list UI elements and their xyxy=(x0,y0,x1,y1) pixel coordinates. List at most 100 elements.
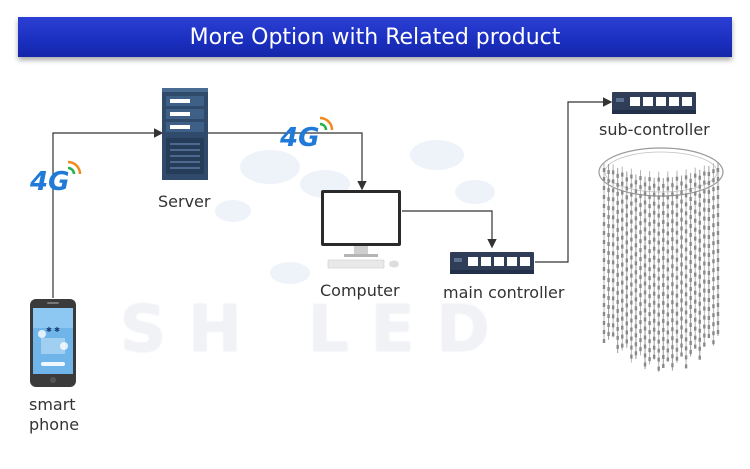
led-bead xyxy=(643,326,647,331)
led-bead xyxy=(616,218,619,223)
network-badge-label: 4G xyxy=(29,167,69,196)
led-bead xyxy=(703,270,706,275)
led-bead xyxy=(652,318,656,323)
led-bead xyxy=(657,195,660,200)
led-bead xyxy=(684,193,688,198)
led-bead xyxy=(648,249,651,254)
led-bead xyxy=(716,249,720,253)
led-bead xyxy=(675,284,679,289)
led-bead xyxy=(662,336,665,341)
led-bead xyxy=(616,254,619,259)
led-bead xyxy=(611,170,615,175)
led-bead xyxy=(657,339,660,344)
led-bead xyxy=(625,213,628,218)
led-bead xyxy=(648,195,651,200)
led-bead xyxy=(712,277,715,282)
led-bead xyxy=(643,236,647,241)
led-bead xyxy=(684,247,688,252)
led-bead xyxy=(662,183,665,188)
led-bead xyxy=(621,316,624,321)
led-bead xyxy=(680,307,683,312)
link-computer-main-controller xyxy=(402,210,497,249)
led-bead xyxy=(666,222,670,227)
led-bead xyxy=(607,215,610,220)
led-bead xyxy=(621,244,624,249)
led-bead xyxy=(634,324,638,329)
led-bead xyxy=(689,277,692,282)
led-bead xyxy=(648,267,651,272)
led-bead xyxy=(643,182,647,187)
led-bead xyxy=(707,333,711,338)
led-bead xyxy=(611,314,615,319)
led-bead xyxy=(648,294,651,299)
led-bead xyxy=(607,296,610,301)
led-bead xyxy=(607,179,610,184)
led-bead xyxy=(716,240,720,244)
led-bead xyxy=(666,195,670,200)
led-bead xyxy=(675,302,679,307)
led-bead xyxy=(657,357,660,362)
led-bead xyxy=(662,309,665,314)
led-bead xyxy=(621,325,624,330)
led-bead xyxy=(703,261,706,266)
led-bead xyxy=(675,221,679,226)
led-bead xyxy=(684,346,688,351)
led-bead xyxy=(684,364,688,369)
led-bead xyxy=(689,304,692,309)
led-bead xyxy=(684,184,688,189)
led-bead xyxy=(716,177,720,181)
led-bead xyxy=(689,313,692,318)
led-bead xyxy=(611,305,615,310)
led-bead xyxy=(675,203,679,208)
led-bead xyxy=(684,265,688,270)
link-server-computer xyxy=(207,132,367,191)
led-bead xyxy=(680,352,683,357)
led-bead xyxy=(698,301,701,306)
led-bead xyxy=(698,229,701,234)
led-bead xyxy=(712,259,715,264)
led-bead xyxy=(694,290,697,295)
led-bead xyxy=(716,186,720,190)
led-bead xyxy=(680,343,683,348)
led-bead xyxy=(648,321,651,326)
led-bead xyxy=(657,222,660,227)
led-bead xyxy=(694,344,697,349)
led-bead xyxy=(630,255,633,260)
led-bead xyxy=(698,175,701,180)
led-bead xyxy=(611,287,615,292)
led-bead xyxy=(671,354,674,359)
led-bead xyxy=(675,347,679,352)
led-bead xyxy=(639,257,642,262)
led-bead xyxy=(712,295,715,300)
led-bead xyxy=(716,294,720,298)
background-cloud xyxy=(410,140,464,170)
led-bead xyxy=(666,231,670,236)
led-bead xyxy=(616,335,619,340)
led-bead xyxy=(621,226,624,231)
led-bead xyxy=(666,258,670,263)
led-bead xyxy=(716,204,720,208)
led-bead xyxy=(657,240,660,245)
led-bead xyxy=(630,210,633,215)
led-bead xyxy=(712,331,715,336)
led-bead xyxy=(648,186,651,191)
led-bead xyxy=(616,263,619,268)
led-bead xyxy=(666,312,670,317)
led-bead xyxy=(694,209,697,214)
led-bead xyxy=(652,264,656,269)
led-bead xyxy=(689,340,692,345)
smart-phone-label-line1: smart xyxy=(29,395,76,414)
led-bead xyxy=(698,193,701,198)
led-bead xyxy=(602,240,606,244)
led-bead xyxy=(675,257,679,262)
led-bead xyxy=(671,345,674,350)
led-bead xyxy=(639,194,642,199)
led-bead xyxy=(611,188,615,193)
led-bead xyxy=(662,354,665,359)
led-bead xyxy=(671,201,674,206)
led-bead xyxy=(675,311,679,316)
led-bead xyxy=(716,258,720,262)
led-bead xyxy=(662,273,665,278)
led-bead xyxy=(671,336,674,341)
